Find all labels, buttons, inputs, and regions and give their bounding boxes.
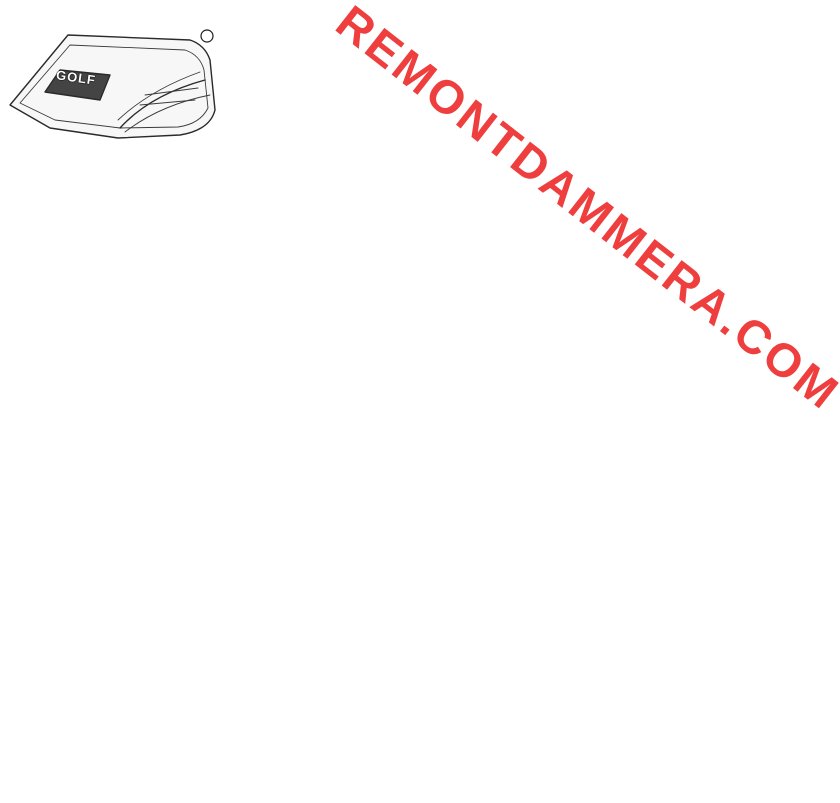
tail-lamp — [9, 29, 216, 139]
